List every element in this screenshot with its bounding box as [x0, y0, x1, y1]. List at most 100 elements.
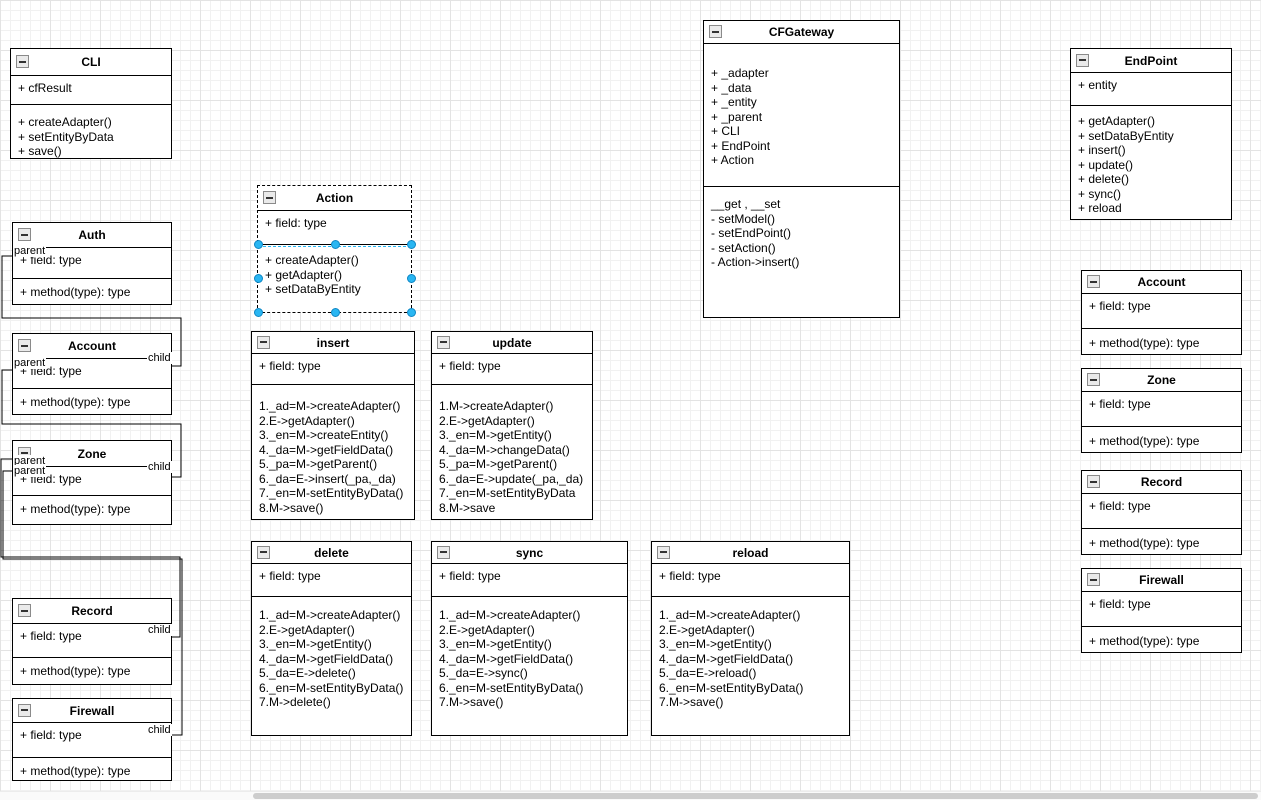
collapse-minus-icon[interactable]	[1087, 573, 1100, 586]
methods-compartment[interactable]: + method(type): type	[13, 495, 171, 524]
edge-label-parent[interactable]: parent	[13, 357, 47, 369]
fields-compartment[interactable]: + field: type	[258, 211, 411, 244]
collapse-minus-icon[interactable]	[437, 335, 450, 349]
method-line: 6._da=E->update(_pa,_da)	[439, 471, 584, 486]
h-scrollbar-thumb[interactable]	[253, 793, 1258, 799]
field-line: + _parent	[711, 109, 763, 124]
edge-label-parent[interactable]: parent	[13, 465, 47, 477]
collapse-minus-icon[interactable]	[16, 55, 29, 68]
methods-compartment[interactable]: + createAdapter()+ getAdapter()+ setData…	[258, 244, 411, 312]
class-title: CFGateway	[768, 25, 835, 39]
selection-handle[interactable]	[254, 240, 263, 249]
selection-handle[interactable]	[254, 308, 263, 317]
methods-compartment[interactable]: __get , __set- setModel()- setEndPoint()…	[704, 186, 899, 317]
class-account-left[interactable]: Account+ field: type+ method(type): type	[12, 333, 172, 415]
class-zone-right[interactable]: Zone + field: type+ method(type): type	[1081, 368, 1242, 453]
methods-compartment[interactable]: 1.M->createAdapter()2.E->getAdapter()3._…	[432, 384, 592, 519]
methods-compartment[interactable]: 1._ad=M->createAdapter()2.E->getAdapter(…	[252, 596, 411, 735]
collapse-minus-icon[interactable]	[709, 25, 722, 38]
edge-label-child[interactable]: child	[147, 461, 172, 473]
edge-label-child[interactable]: child	[147, 624, 172, 636]
methods-compartment[interactable]: + method(type): type	[13, 657, 171, 684]
collapse-minus-icon[interactable]	[1087, 373, 1100, 386]
class-action[interactable]: Action+ field: type+ createAdapter()+ ge…	[254, 185, 416, 317]
edge-label-child[interactable]: child	[147, 352, 172, 364]
selection-handle[interactable]	[407, 308, 416, 317]
fields-compartment[interactable]: + field: type	[652, 564, 849, 596]
selection-handle[interactable]	[407, 240, 416, 249]
horizontal-scrollbar[interactable]	[0, 791, 1261, 800]
collapse-minus-icon[interactable]	[257, 545, 270, 559]
methods-compartment[interactable]: + method(type): type	[1082, 528, 1241, 554]
class-endpoint[interactable]: EndPoint + entity+ getAdapter()+ setDataB…	[1070, 48, 1232, 220]
fields-compartment[interactable]: + _adapter+ _data+ _entity+ _parent+ CLI…	[704, 44, 899, 186]
collapse-minus-icon[interactable]	[18, 604, 31, 617]
collapse-minus-icon[interactable]	[263, 191, 276, 204]
class-zone-left[interactable]: Zone+ field: type+ method(type): type	[12, 440, 172, 525]
methods-compartment[interactable]: + createAdapter()+ setEntityByData+ save…	[11, 104, 171, 158]
collapse-minus-icon[interactable]	[18, 228, 31, 241]
edge-label-parent[interactable]: parent	[13, 245, 47, 257]
fields-compartment[interactable]: + field: type	[1082, 494, 1241, 528]
field-line: + field: type	[1089, 499, 1151, 513]
class-cli[interactable]: CLI+ cfResult+ createAdapter()+ setEntit…	[10, 48, 172, 159]
class-title: sync	[515, 545, 544, 560]
class-title: EndPoint	[1124, 53, 1178, 68]
edge-label-parent[interactable]: parent	[13, 455, 47, 467]
class-firewall-right[interactable]: Firewall+ field: type+ method(type): typ…	[1081, 568, 1242, 653]
methods-compartment[interactable]: + method(type): type	[1082, 328, 1241, 354]
class-record-bottom-left[interactable]: Record+ field: type+ method(type): type	[12, 598, 172, 685]
collapse-minus-icon[interactable]	[257, 335, 270, 349]
fields-compartment[interactable]: + field: type	[13, 359, 171, 388]
class-cfgateway[interactable]: CFGateway + _adapter+ _data+ _entity+ _pa…	[703, 20, 900, 318]
methods-compartment[interactable]: + method(type): type	[13, 278, 171, 304]
selection-handle[interactable]	[254, 274, 263, 283]
fields-compartment[interactable]: + field: type	[432, 564, 627, 596]
collapse-minus-icon[interactable]	[437, 545, 450, 559]
method-line: 5._pa=M->getParent()	[439, 457, 558, 471]
class-account-right[interactable]: Account+ field: type+ method(type): type	[1081, 270, 1242, 355]
collapse-minus-icon[interactable]	[18, 339, 31, 352]
methods-compartment[interactable]: + method(type): type	[13, 757, 171, 780]
methods-compartment[interactable]: 1._ad=M->createAdapter()2.E->getAdapter(…	[432, 596, 627, 735]
collapse-minus-icon[interactable]	[18, 703, 31, 717]
methods-compartment[interactable]: + method(type): type	[13, 388, 171, 414]
collapse-minus-icon[interactable]	[1087, 275, 1100, 288]
fields-compartment[interactable]: + field: type	[13, 624, 171, 657]
fields-compartment[interactable]: + field: type	[1082, 592, 1241, 626]
method-line: 5._da=E->reload()	[659, 666, 757, 680]
class-title: Zone	[1147, 373, 1176, 387]
fields-compartment[interactable]: + field: type	[13, 723, 171, 757]
class-record-right[interactable]: Record+ field: type+ method(type): type	[1081, 470, 1242, 555]
fields-compartment[interactable]: + field: type	[432, 354, 592, 384]
method-line: 3._en=M->getEntity()	[439, 637, 552, 651]
fields-compartment[interactable]: + field: type	[1082, 294, 1241, 328]
fields-compartment[interactable]: + field: type	[252, 564, 411, 596]
fields-compartment[interactable]: + field: type	[252, 354, 414, 384]
methods-compartment[interactable]: + method(type): type	[1082, 626, 1241, 652]
selection-handle[interactable]	[407, 274, 416, 283]
methods-compartment[interactable]: 1._ad=M->createAdapter()2.E->getAdapter(…	[252, 384, 414, 519]
methods-compartment[interactable]: + getAdapter()+ setDataByEntity+ insert(…	[1071, 105, 1231, 219]
class-auth[interactable]: Auth+ field: type+ method(type): type	[12, 222, 172, 305]
selection-handle[interactable]	[330, 240, 340, 249]
method-line: 2.E->getAdapter()	[659, 622, 755, 637]
selection-handle[interactable]	[330, 308, 340, 317]
methods-compartment[interactable]: 1._ad=M->createAdapter()2.E->getAdapter(…	[652, 596, 849, 735]
methods-compartment[interactable]: + method(type): type	[1082, 426, 1241, 452]
collapse-minus-icon[interactable]	[657, 545, 670, 559]
fields-compartment[interactable]: + entity	[1071, 73, 1231, 105]
fields-compartment[interactable]: + cfResult	[11, 76, 171, 104]
collapse-minus-icon[interactable]	[1087, 475, 1100, 488]
edge-label-child[interactable]: child	[147, 724, 172, 736]
collapse-minus-icon[interactable]	[1076, 53, 1089, 67]
class-firewall-bottom-left[interactable]: Firewall+ field: type+ method(type): typ…	[12, 698, 172, 781]
fields-compartment[interactable]: + field: type	[1082, 392, 1241, 426]
field-line: + field: type	[1089, 299, 1151, 313]
